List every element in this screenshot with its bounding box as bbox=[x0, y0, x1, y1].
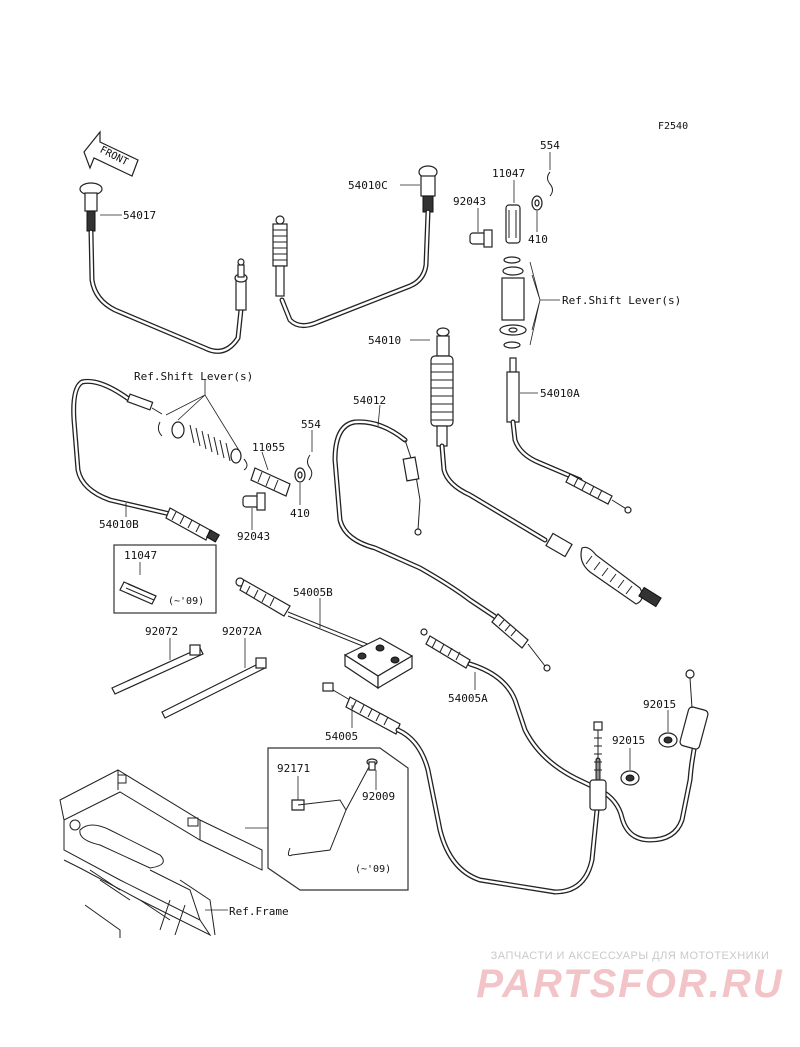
label-410-mid: 410 bbox=[290, 507, 310, 520]
label-11055: 11055 bbox=[252, 441, 285, 454]
label-54017: 54017 bbox=[123, 209, 156, 222]
label-92171: 92171 bbox=[277, 762, 310, 775]
cable-tie-92072 bbox=[111, 644, 204, 695]
part-92043-mid bbox=[242, 492, 266, 511]
cable-tie-92072A bbox=[161, 657, 267, 719]
label-54010B: 54010B bbox=[99, 518, 139, 531]
bracket-92171 bbox=[287, 764, 371, 857]
label-ref-shift-lever-left: Ref.Shift Lever(s) bbox=[134, 370, 253, 383]
cable-54010 bbox=[430, 327, 662, 608]
label-92072: 92072 bbox=[145, 625, 178, 638]
cable-54010A bbox=[506, 357, 632, 514]
part-554-top bbox=[547, 171, 553, 197]
label-554-top: 554 bbox=[540, 139, 560, 152]
label-54010: 54010 bbox=[368, 334, 401, 347]
vehicle-frame bbox=[59, 769, 263, 938]
spring-stack-left bbox=[157, 421, 248, 471]
label-92043-top: 92043 bbox=[453, 195, 486, 208]
part-410-top bbox=[531, 195, 543, 211]
part-11055 bbox=[250, 467, 291, 497]
spring-stack-right bbox=[499, 256, 527, 349]
watermark-tagline: ЗАПЧАСТИ И АКСЕССУАРЫ ДЛЯ МОТОТЕХНИКИ bbox=[490, 950, 770, 962]
label-92009: 92009 bbox=[362, 790, 395, 803]
part-11047-variant bbox=[119, 581, 157, 605]
watermark: ЗАПЧАСТИ И АКСЕССУАРЫ ДЛЯ МОТОТЕХНИКИ PA… bbox=[470, 950, 790, 1006]
cable-54005B bbox=[235, 577, 371, 650]
label-92015-a: 92015 bbox=[643, 698, 676, 711]
label-54005B: 54005B bbox=[293, 586, 333, 599]
label-11047-top: 11047 bbox=[492, 167, 525, 180]
label-92043-mid: 92043 bbox=[237, 530, 270, 543]
part-410-mid bbox=[294, 467, 306, 483]
label-ref-shift-lever-right: Ref.Shift Lever(s) bbox=[562, 294, 681, 307]
part-92043-top bbox=[469, 229, 493, 248]
cable-54005A bbox=[420, 628, 709, 843]
cable-54010B bbox=[71, 378, 221, 543]
nut-92015-a bbox=[658, 732, 678, 748]
label-year-box-2: (~'09) bbox=[355, 864, 391, 875]
cable-junction-block bbox=[343, 637, 414, 690]
label-54010A: 54010A bbox=[540, 387, 580, 400]
label-54005: 54005 bbox=[325, 730, 358, 743]
part-554-mid bbox=[307, 454, 313, 481]
nut-92015-b bbox=[620, 770, 640, 786]
label-554-mid: 554 bbox=[301, 418, 321, 431]
front-arrow-icon: FRONT bbox=[83, 130, 139, 177]
bolt-92009 bbox=[366, 758, 378, 771]
label-ref-frame: Ref.Frame bbox=[229, 905, 289, 918]
label-54005A: 54005A bbox=[448, 692, 488, 705]
diagram-code: F2540 bbox=[658, 121, 688, 132]
cable-54017 bbox=[79, 182, 248, 354]
label-year-box-1: (~'09) bbox=[168, 596, 204, 607]
cable-54012 bbox=[332, 419, 551, 672]
label-92072A: 92072A bbox=[222, 625, 262, 638]
watermark-brand: PARTSFOR.RU bbox=[476, 962, 784, 1006]
label-54012: 54012 bbox=[353, 394, 386, 407]
cable-54005 bbox=[322, 682, 607, 895]
label-11047-box: 11047 bbox=[124, 549, 157, 562]
box-bracket-variant bbox=[267, 747, 409, 891]
cable-54010C bbox=[272, 165, 438, 328]
label-410-top: 410 bbox=[528, 233, 548, 246]
box-11047-variant bbox=[113, 544, 217, 614]
part-11047-top bbox=[505, 204, 521, 244]
label-54010C: 54010C bbox=[348, 179, 388, 192]
label-92015-b: 92015 bbox=[612, 734, 645, 747]
